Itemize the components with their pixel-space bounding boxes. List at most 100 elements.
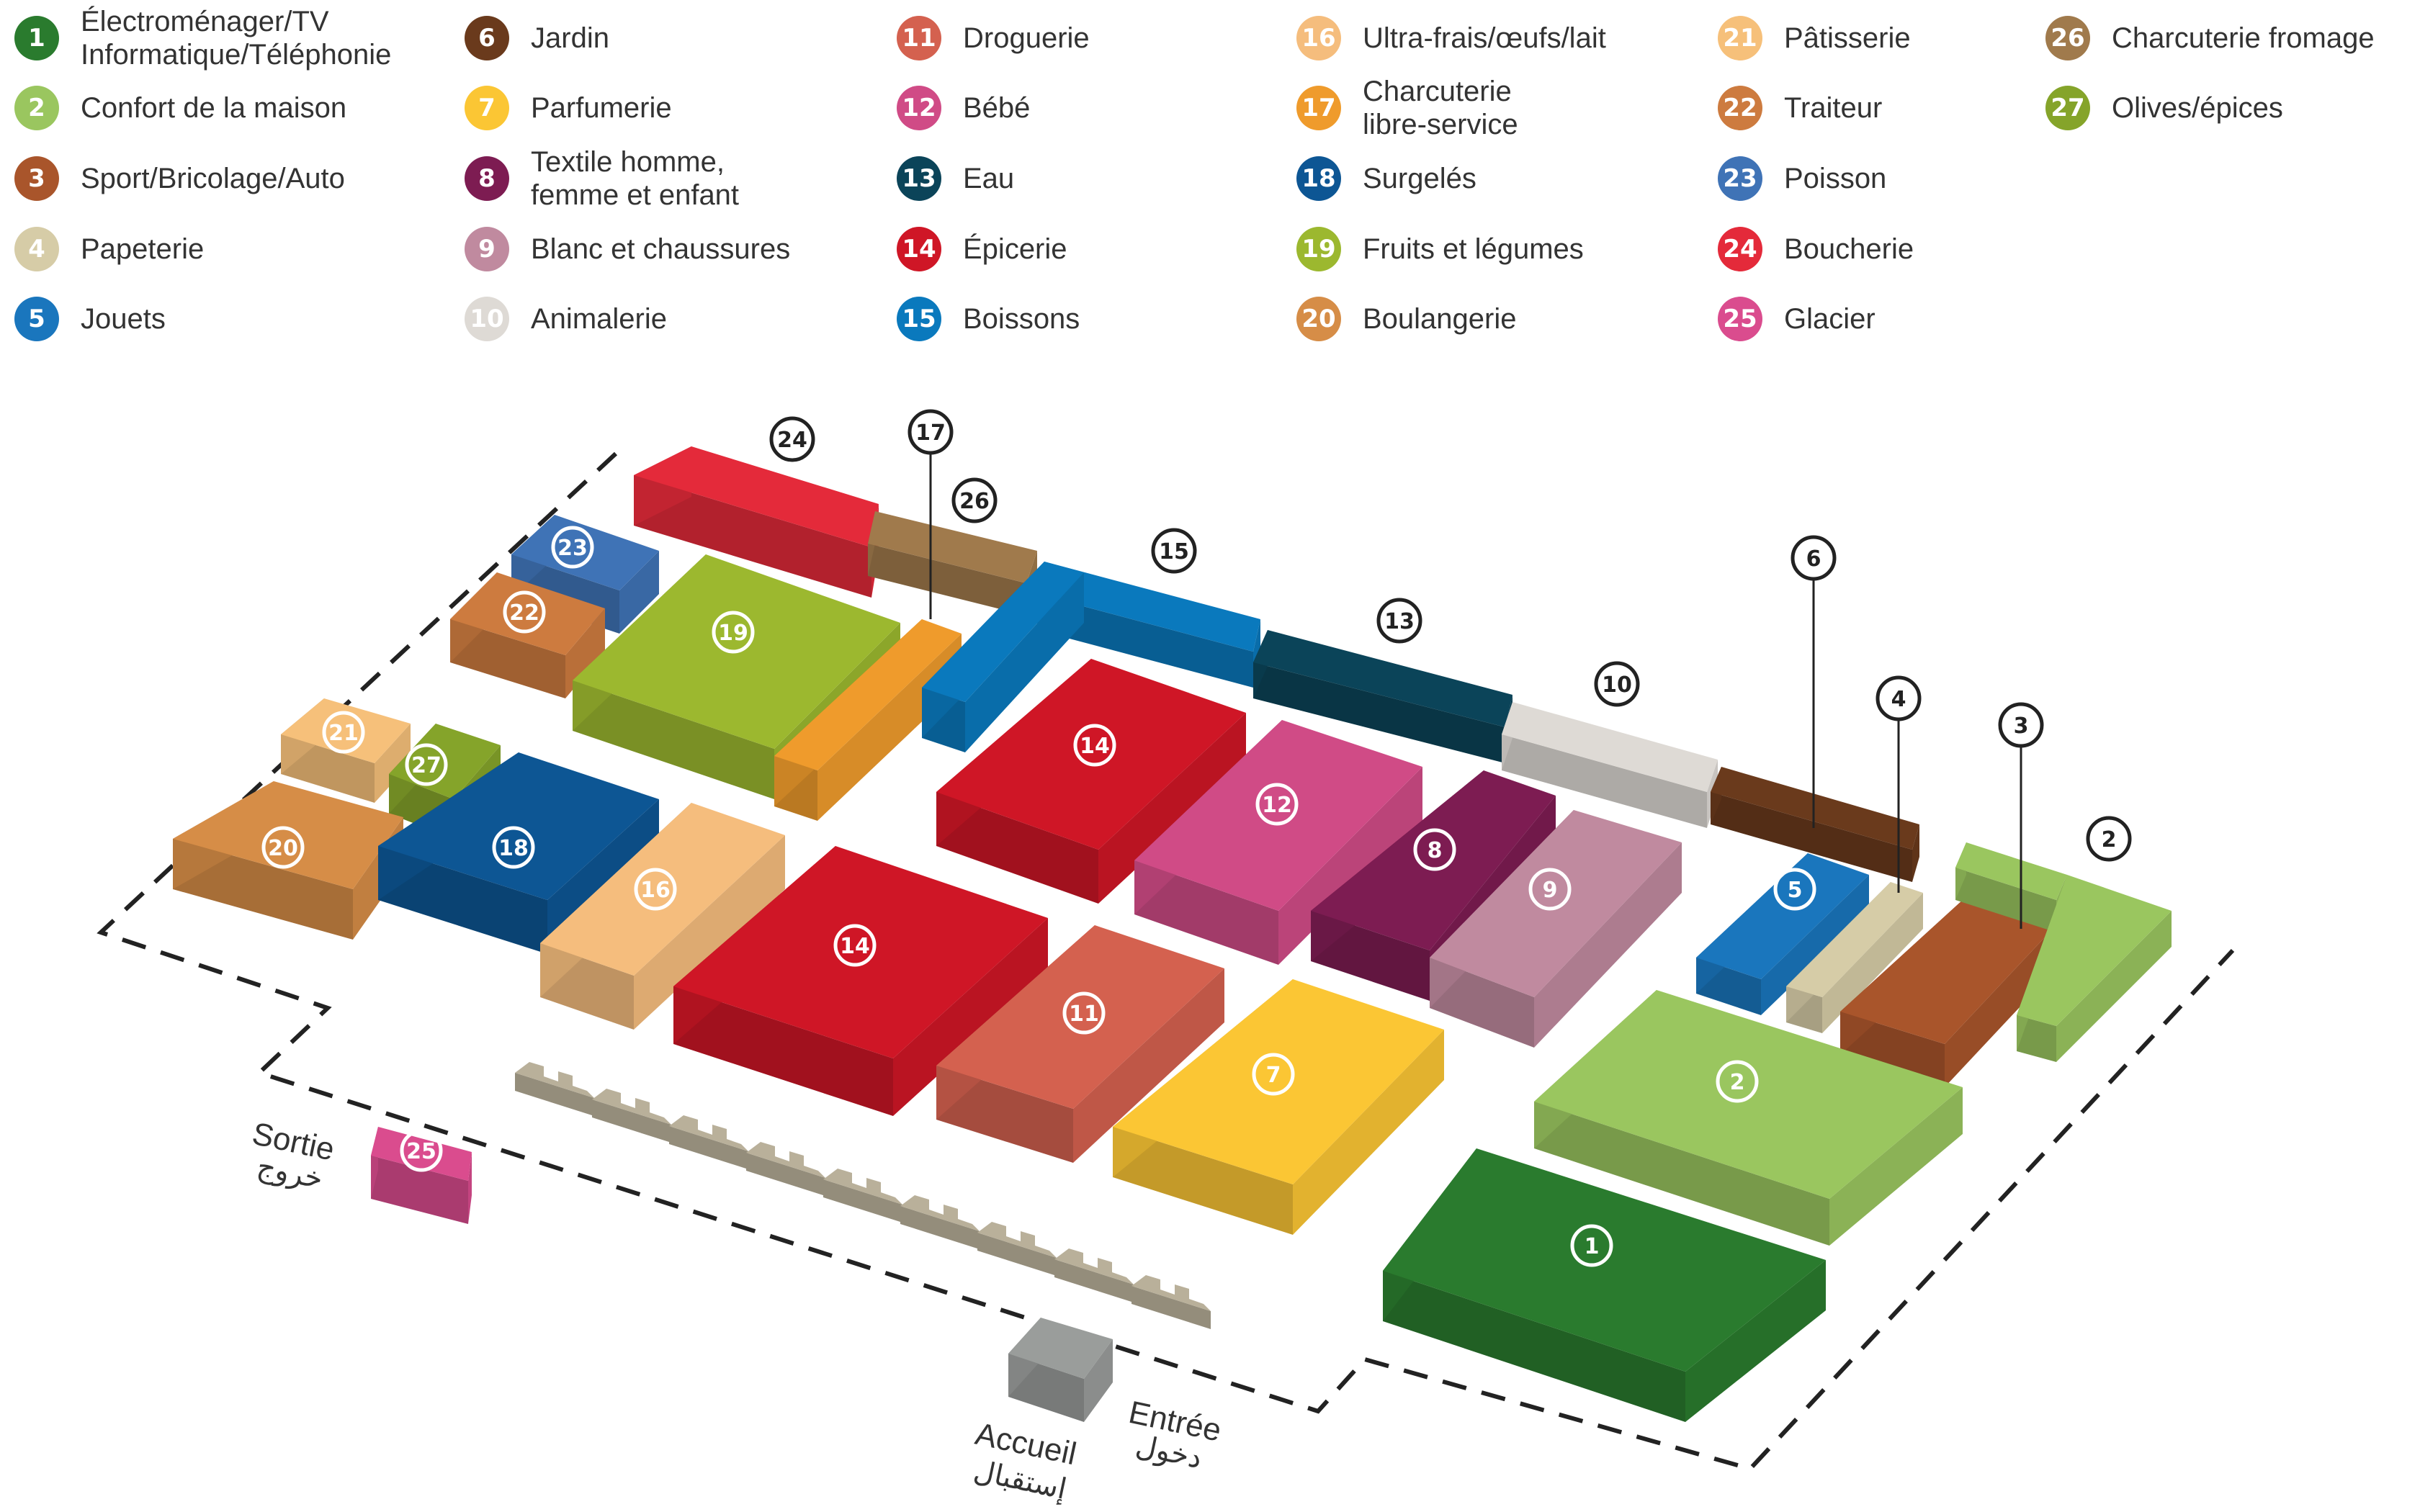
map-callout-15: 15 <box>1151 528 1197 574</box>
legend-item-23: 23 Poisson <box>1718 151 1886 205</box>
map-badge-2: 2 <box>1716 1060 1759 1103</box>
map-badge-11: 11 <box>1062 991 1106 1035</box>
svg-text:20: 20 <box>268 836 298 861</box>
map-badge-12: 12 <box>1255 783 1299 826</box>
block-21 <box>281 698 411 803</box>
legend-label: Bébé <box>963 91 1031 124</box>
legend: 1 Électroménager/TV Informatique/Téléphon… <box>0 0 2420 360</box>
legend-badge: 19 <box>1296 226 1341 271</box>
block-11 <box>936 925 1224 1163</box>
legend-badge: 20 <box>1296 296 1341 341</box>
legend-label: Droguerie <box>963 22 1090 54</box>
svg-text:13: 13 <box>1384 609 1415 634</box>
block-18 <box>378 752 659 954</box>
block-4 <box>1786 882 1923 1033</box>
legend-item-8: 8 Textile homme, femme et enfant <box>465 146 739 211</box>
legend-badge: 15 <box>897 296 941 341</box>
legend-label: Électroménager/TV Informatique/Téléphoni… <box>81 5 392 71</box>
svg-text:16: 16 <box>640 878 671 903</box>
legend-badge: 26 <box>2045 15 2090 60</box>
svg-text:15: 15 <box>1159 539 1189 564</box>
legend-label: Boulangerie <box>1363 302 1517 335</box>
svg-text:3: 3 <box>2014 714 2029 739</box>
svg-text:14: 14 <box>1080 734 1110 759</box>
svg-text:14: 14 <box>840 934 870 959</box>
map-callout-17: 17 <box>908 409 954 619</box>
legend-item-1: 1 Électroménager/TV Informatique/Téléphon… <box>14 6 391 71</box>
svg-text:25: 25 <box>406 1139 436 1164</box>
legend-badge: 1 <box>14 15 59 60</box>
block-9 <box>1430 810 1682 1048</box>
svg-text:9: 9 <box>1543 878 1558 903</box>
block-2b <box>2017 875 2172 1062</box>
map-badge-7: 7 <box>1252 1053 1295 1096</box>
map-badge-25: 25 <box>400 1129 443 1172</box>
block-3 <box>1840 900 2053 1087</box>
block-7 <box>1113 979 1444 1235</box>
svg-text:23: 23 <box>557 536 588 561</box>
legend-badge: 6 <box>465 15 509 60</box>
block-5 <box>1696 853 1869 1015</box>
legend-badge: 7 <box>465 85 509 130</box>
legend-label: Animalerie <box>531 302 667 335</box>
legend-badge: 14 <box>897 226 941 271</box>
map-badge-21: 21 <box>322 711 365 754</box>
legend-badge: 24 <box>1718 226 1762 271</box>
reception-desk <box>1008 1318 1113 1422</box>
legend-badge: 16 <box>1296 15 1341 60</box>
svg-text:2: 2 <box>2102 827 2117 852</box>
legend-badge: 5 <box>14 296 59 341</box>
svg-text:2: 2 <box>1730 1070 1745 1095</box>
svg-text:27: 27 <box>411 753 442 778</box>
block-16 <box>540 803 785 1030</box>
checkout-lane <box>900 1195 980 1249</box>
svg-text:7: 7 <box>1266 1063 1281 1088</box>
legend-badge: 2 <box>14 85 59 130</box>
svg-text:1: 1 <box>1585 1234 1600 1259</box>
map-badge-14: 14 <box>1073 724 1116 767</box>
legend-label: Pâtisserie <box>1784 22 1911 54</box>
legend-badge: 12 <box>897 85 941 130</box>
map-badge-19: 19 <box>712 611 755 654</box>
legend-label: Charcuterie libre-service <box>1363 75 1518 140</box>
checkout-lane <box>592 1089 671 1143</box>
map-callout-4: 4 <box>1876 675 1922 893</box>
legend-label: Fruits et légumes <box>1363 233 1584 265</box>
svg-text:10: 10 <box>1602 672 1632 698</box>
legend-label: Textile homme, femme et enfant <box>531 145 740 211</box>
legend-badge: 8 <box>465 156 509 201</box>
legend-item-20: 20 Boulangerie <box>1296 292 1517 346</box>
block-2a <box>1955 842 2067 932</box>
legend-item-12: 12 Bébé <box>897 81 1030 135</box>
legend-badge: 18 <box>1296 156 1341 201</box>
legend-badge: 23 <box>1718 156 1762 201</box>
legend-badge: 25 <box>1718 296 1762 341</box>
legend-label: Eau <box>963 162 1015 194</box>
map-badge-16: 16 <box>634 868 677 911</box>
svg-text:17: 17 <box>915 420 946 446</box>
svg-text:12: 12 <box>1262 793 1292 818</box>
legend-label: Poisson <box>1784 162 1887 194</box>
block-15b <box>922 562 1084 752</box>
svg-text:11: 11 <box>1069 1002 1099 1027</box>
map-badge-23: 23 <box>551 526 594 569</box>
map-badge-18: 18 <box>492 826 535 869</box>
map-badge-20: 20 <box>261 826 305 869</box>
map-badge-1: 1 <box>1570 1224 1613 1267</box>
svg-text:24: 24 <box>777 428 807 453</box>
map-callout-26: 26 <box>951 477 998 523</box>
legend-label: Papeterie <box>81 233 205 265</box>
legend-label: Surgelés <box>1363 162 1476 194</box>
